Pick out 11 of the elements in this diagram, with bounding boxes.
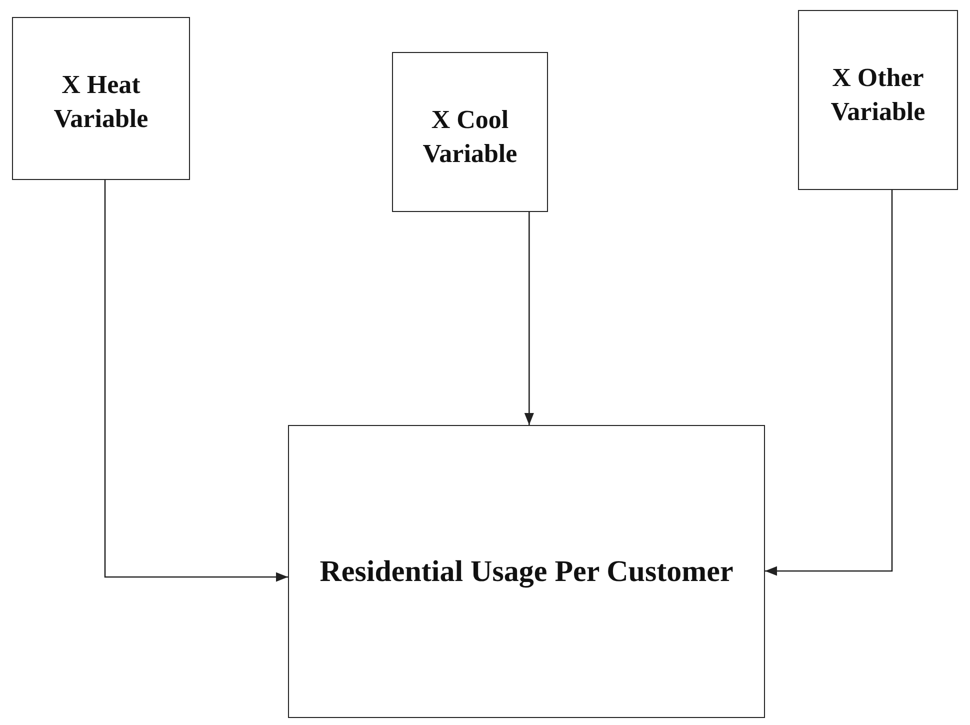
process-box xyxy=(12,17,190,180)
box-label: Residential Usage Per Customer xyxy=(320,554,734,590)
arrow xyxy=(765,190,893,576)
box-label: X Cool Variable xyxy=(422,104,518,170)
box-label: X Other Variable xyxy=(830,62,926,128)
process-box xyxy=(392,52,548,212)
arrow xyxy=(524,212,534,425)
process-box xyxy=(798,10,958,190)
process-box xyxy=(288,425,765,718)
box-label: X Heat Variable xyxy=(52,69,150,135)
arrow xyxy=(104,180,288,582)
